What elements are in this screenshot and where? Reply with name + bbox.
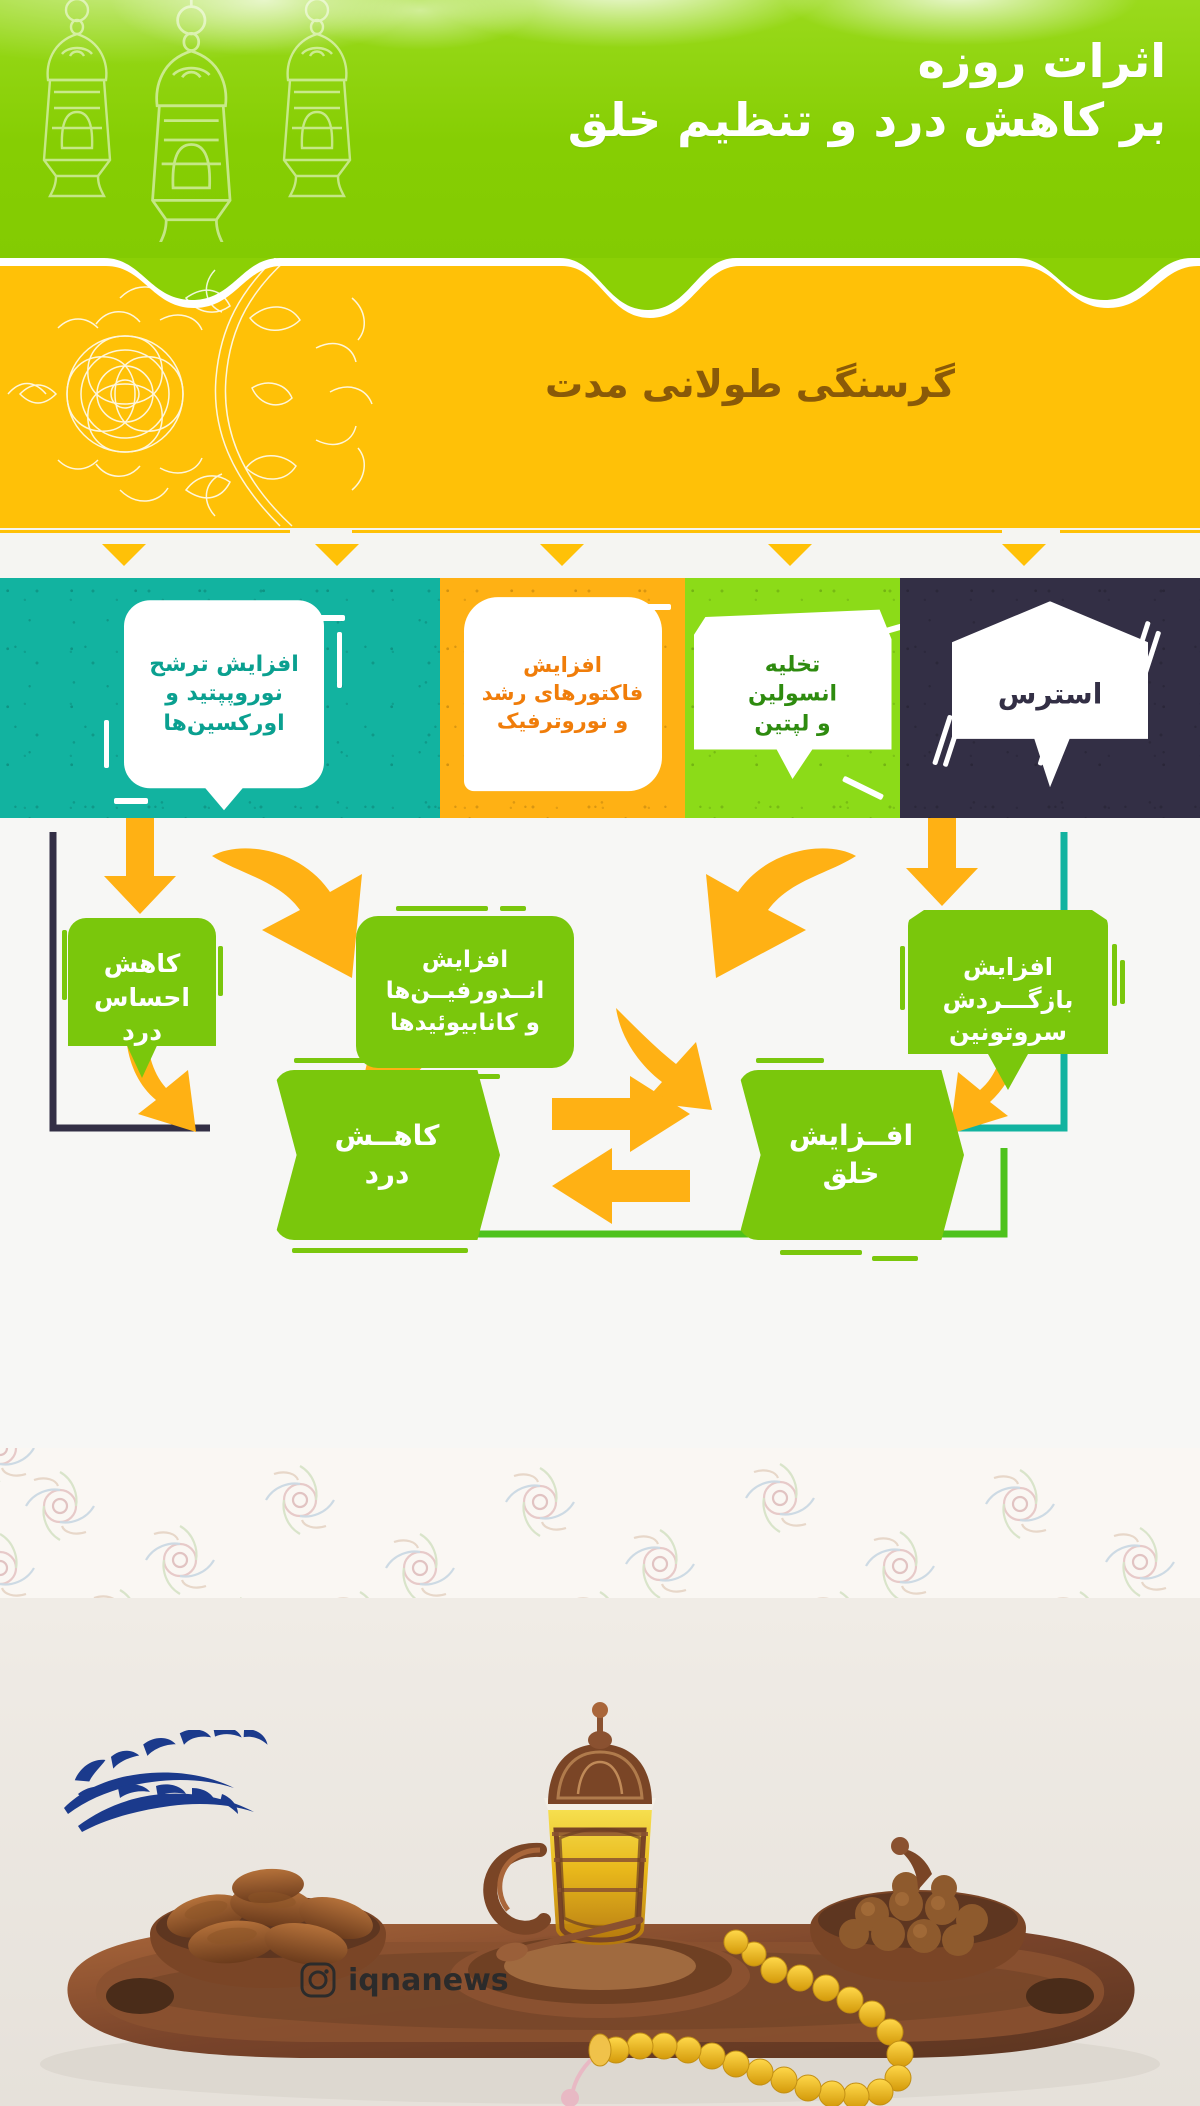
banner-title: گرسنگی طولانی مدت — [545, 362, 955, 406]
decor-tick — [114, 798, 148, 804]
chevron-down-icon — [540, 544, 584, 566]
chevron-down-icon — [102, 544, 146, 566]
iftar-tray-photo — [0, 1598, 1200, 2106]
instagram-icon — [300, 1962, 336, 1998]
flow-node-pain-reduce[interactable]: کاهــش درد — [274, 1070, 500, 1240]
page-title-line1: اثرات روزه — [917, 34, 1167, 88]
handle-text: iqnanews — [348, 1962, 509, 1998]
node-accent — [218, 946, 223, 996]
hunger-banner: گرسنگی طولانی مدت — [0, 258, 1200, 528]
source-tile-neuropeptide[interactable]: افزایش ترشح نوروپپتید و اورکسین‌ها — [0, 578, 440, 818]
social-handle[interactable]: iqnanews — [300, 1962, 509, 1998]
flow-node-mood-increase[interactable]: افــزایش خلق — [738, 1070, 964, 1240]
footer-photo — [0, 1448, 1200, 2106]
flow-diagram: کاهش احساس درد افزایش انــدورفیــن‌ها و … — [0, 818, 1200, 1448]
source-tile-growth-factors[interactable]: افزایش فاکتورهای رشد و نوروترفیک — [440, 578, 685, 818]
ramadan-lantern-icon — [42, 0, 352, 242]
scallop-edge — [0, 258, 1200, 318]
strip-rule — [0, 530, 290, 533]
node-accent — [900, 946, 905, 1010]
page-title-line2: بر کاهش درد و تنظیم خلق — [567, 92, 1167, 147]
chevron-down-icon — [1002, 544, 1046, 566]
node-accent — [62, 930, 67, 1000]
source-tile-insulin-leptin[interactable]: تخلیه انسولین و لپتین — [685, 578, 900, 818]
chevron-down-icon — [768, 544, 812, 566]
chevron-down-icon — [315, 544, 359, 566]
source-label-neuropeptide: افزایش ترشح نوروپپتید و اورکسین‌ها — [124, 600, 324, 789]
strip-rule — [1060, 530, 1200, 533]
strip-rule — [352, 530, 1002, 533]
header-title: اثرات روزه بر کاهش درد و تنظیم خلق — [406, 32, 1167, 150]
decor-tick — [104, 720, 109, 768]
node-accent — [500, 906, 526, 911]
node-accent — [872, 1256, 918, 1261]
header-banner: اثرات روزه بر کاهش درد و تنظیم خلق — [0, 0, 1200, 258]
flow-node-endorphins[interactable]: افزایش انــدورفیــن‌ها و کانابیوئیدها — [356, 916, 574, 1068]
source-label-growth-factors: افزایش فاکتورهای رشد و نوروترفیک — [463, 597, 662, 792]
node-accent — [1112, 944, 1117, 1006]
connector-strip — [0, 528, 1200, 578]
flow-node-pain-sense[interactable]: کاهش احساس درد — [68, 918, 216, 1078]
floral-ornament-icon — [7, 258, 373, 527]
decor-tick — [337, 632, 342, 688]
flow-node-label: افزایش انــدورفیــن‌ها و کانابیوئیدها — [385, 947, 545, 1036]
iqna-logo — [64, 1730, 268, 1832]
source-tiles: استرس تخلیه انسولین و لپتین افزایش فاکتو… — [0, 578, 1200, 818]
flow-node-label: کاهــش درد — [334, 1119, 440, 1190]
flow-node-label: افزایش بازگـــردش سروتونین — [942, 953, 1074, 1047]
source-tile-stress[interactable]: استرس — [900, 578, 1200, 818]
node-accent — [292, 1248, 468, 1253]
flow-node-label: افــزایش خلق — [788, 1119, 914, 1190]
node-accent — [780, 1250, 862, 1255]
node-accent — [756, 1058, 824, 1063]
flow-node-label: کاهش احساس درد — [94, 949, 190, 1046]
node-accent — [294, 1058, 380, 1063]
node-accent — [1120, 960, 1125, 1004]
node-accent — [396, 906, 488, 911]
